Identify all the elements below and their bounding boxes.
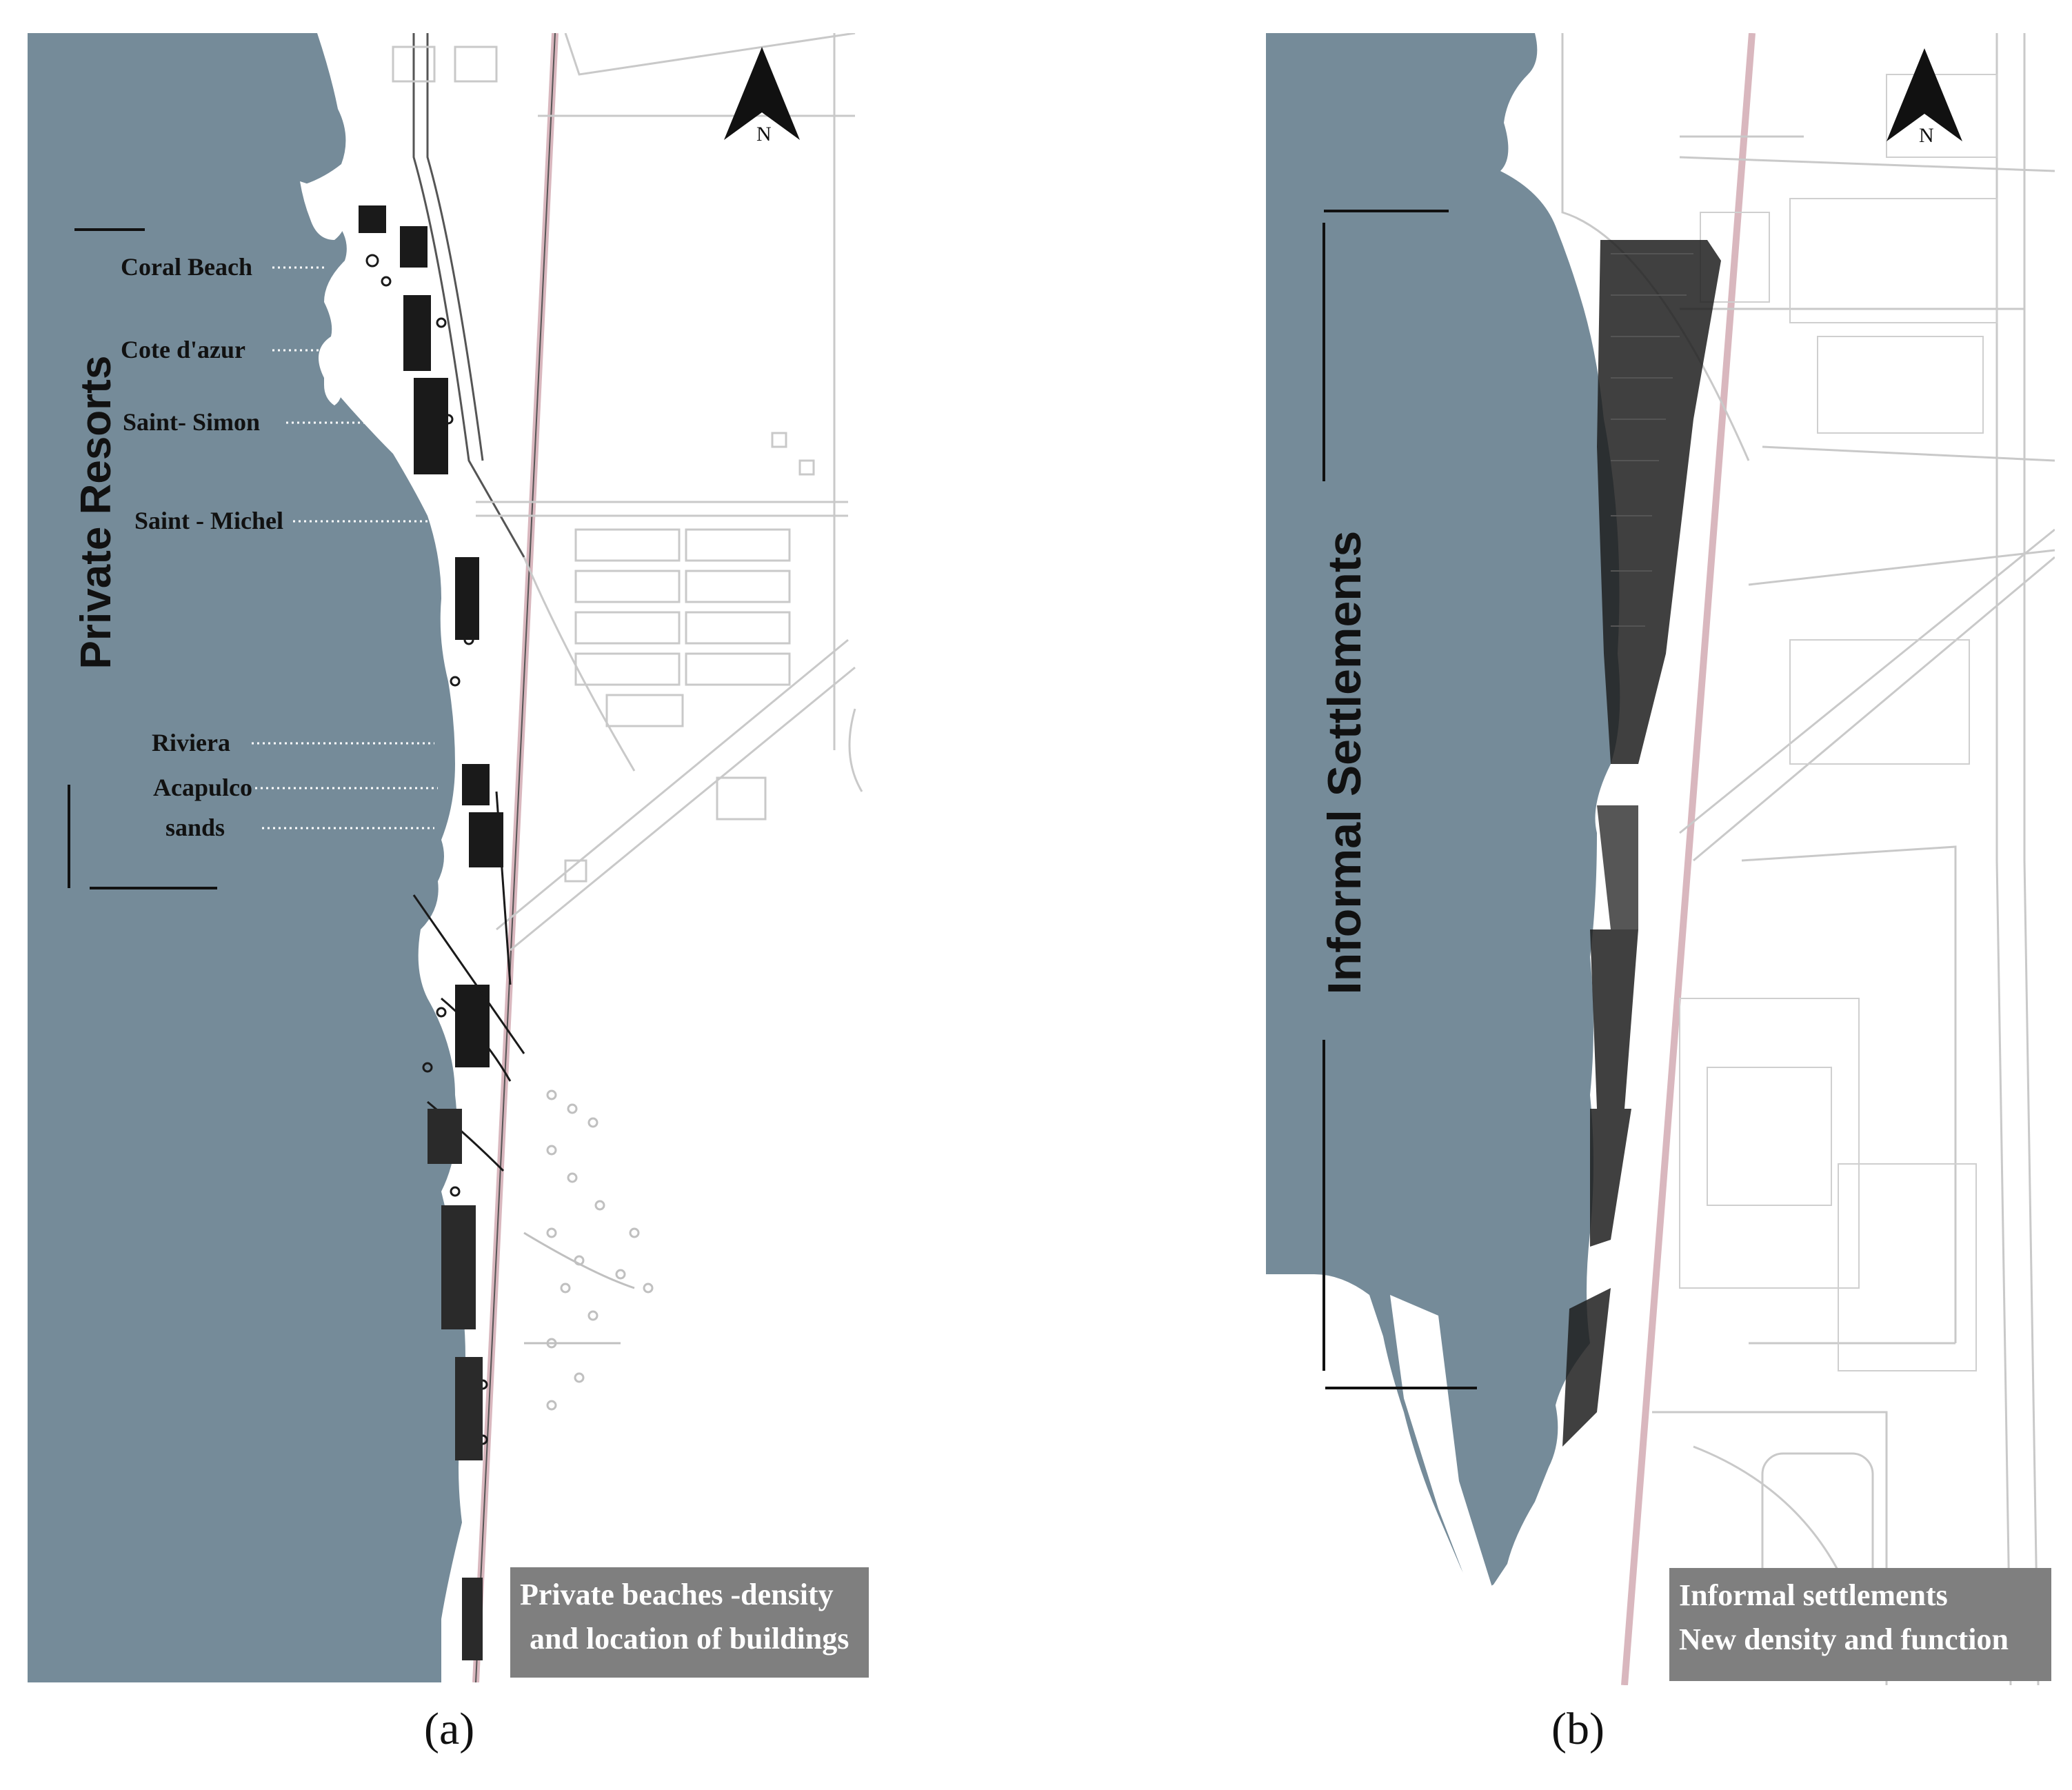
map-a-drawing [28, 33, 863, 1682]
sea-area [28, 33, 465, 1682]
caption-box-a: Private beaches -density and location of… [510, 1567, 869, 1678]
site-label-riviera: Riviera [152, 729, 230, 756]
side-title-a: Private Resorts [72, 355, 120, 670]
sublabel-b: (b) [1551, 1704, 1605, 1754]
north-arrow-icon [1887, 48, 1962, 141]
sea-area [1266, 33, 1620, 1589]
site-label-cote-dazur: Cote d'azur [121, 336, 245, 363]
map-panel-b: Informal Settlements N Informal settleme… [1266, 33, 2055, 1685]
site-label-saint-michel: Saint - Michel [134, 507, 283, 534]
sublabel-a: (a) [424, 1704, 475, 1754]
north-arrow-a: N [724, 47, 800, 150]
map-panel-a: Private Resorts Coral Beach Cote d'azur … [28, 33, 883, 1682]
caption-box-b: Informal settlements New density and fun… [1669, 1568, 2051, 1681]
north-arrow-icon [724, 47, 800, 140]
caption-a-line2: and location of buildings [530, 1622, 849, 1656]
north-letter: N [1919, 124, 1934, 147]
side-title-b: Informal Settlements [1318, 530, 1371, 995]
caption-b-line2: New density and function [1679, 1622, 2009, 1656]
site-label-coral-beach: Coral Beach [121, 253, 252, 281]
site-label-sands: sands [165, 814, 225, 841]
site-label-saint-simon: Saint- Simon [123, 408, 261, 436]
site-label-acapulco: Acapulco [153, 774, 252, 801]
caption-a-line1: Private beaches -density [520, 1578, 834, 1611]
map-b-drawing [1266, 33, 2055, 1685]
north-arrow-b: N [1887, 48, 1962, 152]
north-letter: N [756, 123, 772, 145]
caption-b-line1: Informal settlements [1679, 1578, 1948, 1612]
